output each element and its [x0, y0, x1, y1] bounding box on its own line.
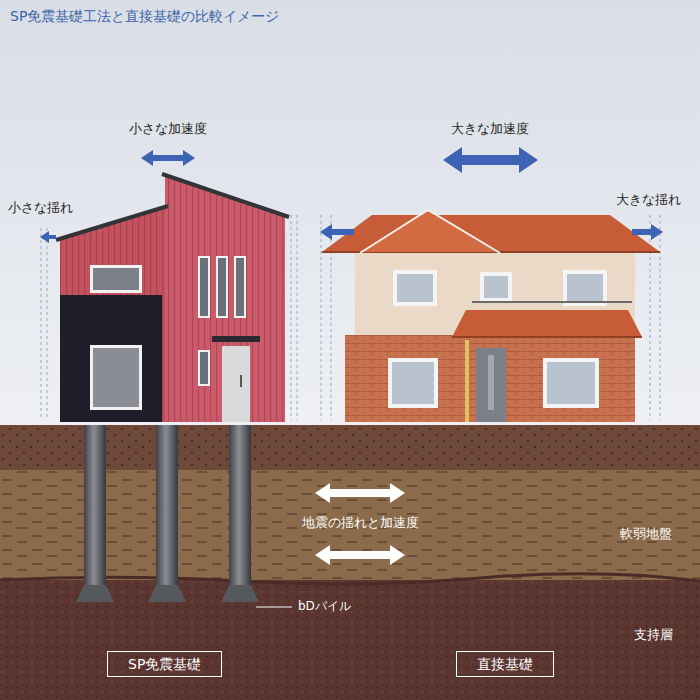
motion-arrows-part	[141, 150, 195, 166]
left-house-part	[198, 350, 210, 386]
right-house-part	[476, 348, 506, 422]
right-house-part	[393, 270, 437, 306]
left-house-part	[212, 336, 260, 342]
ground-layers-part	[0, 580, 700, 700]
right-house	[322, 210, 660, 422]
left-house-part	[165, 176, 285, 422]
motion-arrows	[40, 147, 663, 243]
right-house-part	[472, 301, 632, 303]
left-house-part	[200, 352, 208, 384]
left-house-part	[90, 345, 142, 410]
bearing-layer-band: bDパイル支持層 SP免震基礎 直接基礎	[0, 580, 700, 700]
left-house-part	[218, 258, 226, 316]
right-house-part	[362, 211, 498, 252]
right-house-part	[484, 276, 508, 298]
left-house-part	[60, 295, 162, 422]
right-house-part	[397, 274, 433, 302]
seismic-arrows-part	[315, 483, 405, 503]
bd-piles-part	[229, 425, 251, 585]
right-house-part	[543, 358, 599, 408]
right-house-part	[567, 274, 603, 302]
left-house-part	[93, 268, 139, 290]
seismic-arrows-part	[315, 545, 405, 565]
right-house-part	[388, 358, 438, 408]
left-house-part	[162, 174, 289, 217]
acceleration-label: 大きな加速度	[451, 121, 529, 137]
layer-name: 軟弱地盤	[620, 526, 672, 542]
motion-arrows-part	[443, 147, 538, 173]
bd-piles-part	[84, 425, 106, 585]
sway-label: 小さな揺れ	[8, 200, 73, 216]
left-house-part	[60, 208, 165, 422]
motion-arrows-part	[320, 224, 354, 240]
diagram-title: SP免震基礎工法と直接基礎の比較イメージ	[10, 8, 279, 26]
part-name: bDパイル	[298, 599, 351, 614]
box-text: SP免震基礎	[128, 656, 201, 672]
left-house-part	[200, 258, 208, 316]
right-house-part	[452, 310, 642, 337]
right-house-part	[488, 355, 494, 410]
ground-layers	[0, 425, 700, 700]
foundation-label-box: 直接基礎	[456, 651, 554, 677]
left-house-part	[240, 375, 242, 387]
sky-part	[0, 0, 700, 425]
layer-name: 支持層	[634, 627, 673, 643]
right-house-part	[547, 362, 595, 404]
motion-arrows-part	[632, 224, 663, 240]
motion-arrows-part	[40, 231, 56, 243]
right-house-part	[480, 272, 512, 302]
left-house	[56, 174, 289, 422]
bd-piles-part	[256, 607, 292, 608]
right-house-part	[360, 210, 500, 253]
bd-piles-part	[148, 585, 186, 602]
left-house-part	[234, 256, 246, 318]
right-house-part	[345, 335, 635, 422]
sky	[0, 0, 700, 425]
right-house-part	[563, 270, 607, 306]
left-house-part	[93, 348, 139, 407]
bd-piles	[76, 425, 292, 607]
left-house-part	[216, 256, 228, 318]
bd-piles-part	[221, 585, 259, 602]
sway-label: 大きな揺れ	[616, 192, 681, 208]
left-house-part	[222, 346, 250, 422]
bd-piles-part	[76, 585, 114, 602]
right-house-part	[452, 336, 642, 338]
ground-note: 地震の揺れと加速度	[302, 515, 419, 531]
foundation-label-box: SP免震基礎	[107, 651, 222, 677]
left-house-part	[236, 258, 244, 316]
left-house-part	[198, 256, 210, 318]
right-house-part	[465, 340, 469, 422]
box-text: 直接基礎	[477, 656, 533, 672]
acceleration-label: 小さな加速度	[129, 121, 207, 137]
left-house-part	[90, 265, 142, 293]
bd-piles-part	[156, 425, 178, 585]
right-house-part	[392, 362, 434, 404]
soft-ground-band: 地震の揺れと加速度軟弱地盤	[0, 425, 700, 580]
